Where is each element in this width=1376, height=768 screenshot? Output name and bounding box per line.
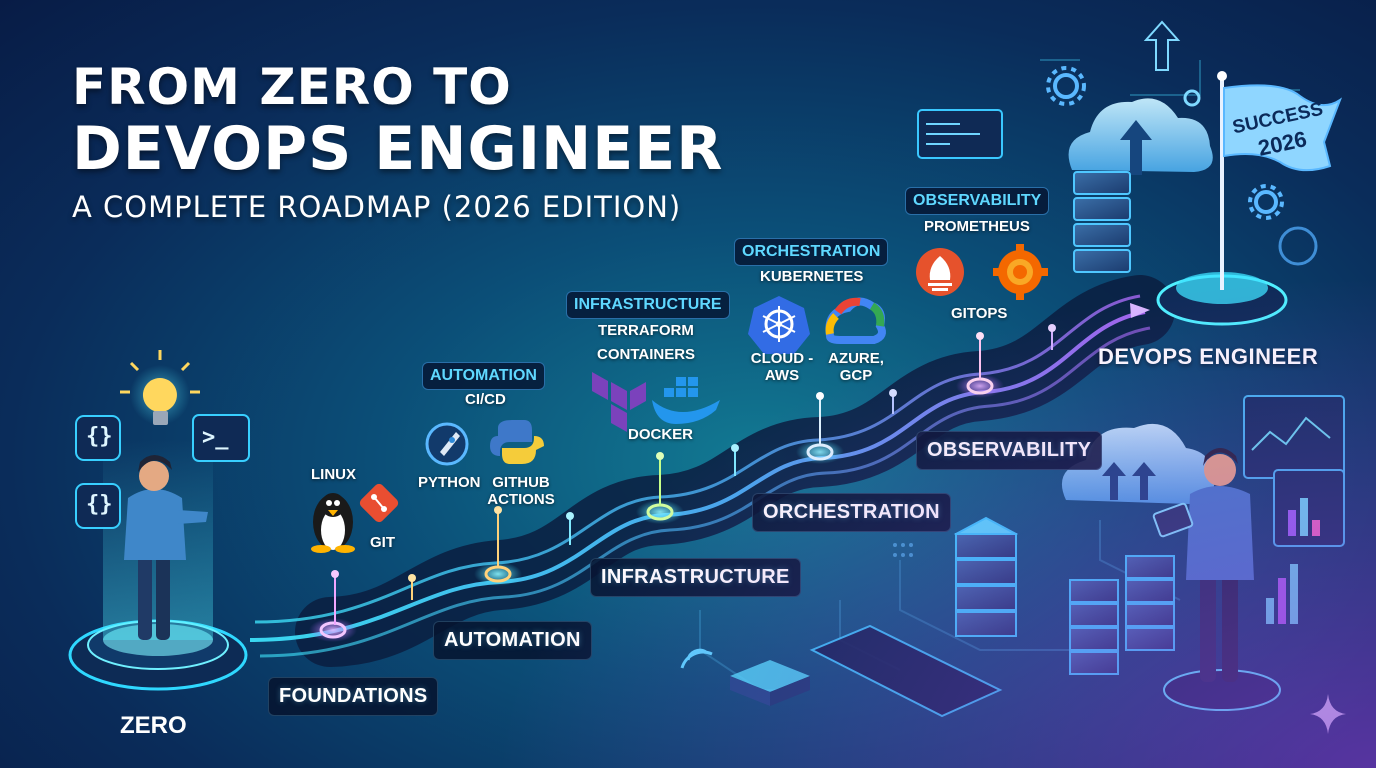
pin-gitops bbox=[1048, 324, 1056, 350]
dot-grid bbox=[893, 543, 913, 557]
gear-icon bbox=[1248, 184, 1284, 220]
tool-prometheus: PROMETHEUS bbox=[924, 218, 1030, 235]
beginner-person bbox=[124, 455, 208, 640]
git-icon bbox=[359, 483, 399, 523]
network-device-icon bbox=[730, 660, 810, 706]
title-line-2: DEVOPS ENGINEER bbox=[72, 114, 724, 184]
category-orchestration: ORCHESTRATION bbox=[734, 238, 889, 266]
road-lane-3 bbox=[259, 326, 1151, 658]
prometheus-icon bbox=[916, 248, 964, 296]
stage-label-observability: OBSERVABILITY bbox=[916, 431, 1103, 470]
braces-icon: {} bbox=[86, 424, 113, 449]
stage-label-automation: AUTOMATION bbox=[433, 621, 592, 660]
code-window-icon bbox=[917, 109, 1003, 159]
python-icon bbox=[490, 420, 544, 464]
grafana-icon bbox=[993, 244, 1048, 300]
pin-orchestration bbox=[816, 392, 824, 446]
pin-observability-left bbox=[889, 389, 897, 414]
milestone-foundations bbox=[309, 618, 357, 642]
gear-icon bbox=[1046, 66, 1086, 106]
road-arrow bbox=[1130, 303, 1150, 318]
category-infrastructure: INFRASTRUCTURE bbox=[566, 291, 730, 319]
tool-gitops: GITOPS bbox=[951, 305, 1008, 322]
braces-icon bbox=[75, 415, 121, 461]
gcp-icon bbox=[825, 297, 886, 344]
milestone-pins bbox=[331, 324, 1056, 625]
stage-label-orchestration: ORCHESTRATION bbox=[752, 493, 951, 532]
pin-orchestration-left bbox=[731, 444, 739, 476]
circuit-traces bbox=[699, 59, 1300, 691]
pin-foundations bbox=[331, 570, 339, 625]
dashboard-panels bbox=[1243, 395, 1345, 547]
road-lane-2 bbox=[254, 294, 1141, 624]
category-automation: AUTOMATION bbox=[422, 362, 545, 390]
wifi-icon bbox=[680, 648, 713, 669]
pin-infrastructure bbox=[656, 452, 664, 506]
stage-label-infrastructure: INFRASTRUCTURE bbox=[590, 558, 801, 597]
pin-automation-left bbox=[408, 574, 416, 600]
pin-infrastructure-left bbox=[566, 512, 574, 545]
tool-terraform: TERRAFORM bbox=[598, 322, 694, 339]
tool-azure-gcp: AZURE, GCP bbox=[828, 350, 884, 384]
tool-cicd: CI/CD bbox=[465, 391, 506, 408]
ring-icon bbox=[1183, 89, 1318, 266]
terminal-icon: >_ bbox=[202, 425, 229, 450]
terminal-icon bbox=[192, 414, 250, 462]
tool-git: GIT bbox=[370, 534, 395, 551]
subtitle: A COMPLETE ROADMAP (2026 EDITION) bbox=[72, 190, 682, 224]
control-panel bbox=[809, 624, 1003, 718]
code-box-icons bbox=[75, 414, 250, 529]
tool-kubernetes: KUBERNETES bbox=[760, 268, 864, 285]
stage-label-devops-engineer: DEVOPS ENGINEER bbox=[1098, 344, 1319, 369]
tool-linux: LINUX bbox=[311, 466, 356, 483]
server-rack-left bbox=[953, 516, 1019, 637]
pin-observability bbox=[976, 332, 984, 380]
stage-label-zero: ZERO bbox=[120, 712, 187, 739]
pin-automation bbox=[494, 506, 502, 568]
linux-icon bbox=[311, 493, 355, 553]
success-flag bbox=[1223, 84, 1343, 172]
braces-icon bbox=[75, 483, 121, 529]
milestone-nodes bbox=[309, 374, 1004, 642]
tool-containers: CONTAINERS bbox=[597, 346, 696, 363]
category-observability: OBSERVABILITY bbox=[905, 187, 1050, 215]
docker-icon bbox=[652, 377, 720, 424]
devops-engineer-person bbox=[1152, 448, 1281, 711]
server-rack-right bbox=[1069, 555, 1175, 675]
cicd-icon bbox=[425, 422, 469, 466]
braces-icon: {} bbox=[86, 492, 113, 517]
server-stack-icon bbox=[1073, 171, 1131, 273]
terraform-icon bbox=[592, 372, 646, 432]
road-lane-1 bbox=[249, 310, 1146, 642]
tool-docker: DOCKER bbox=[628, 426, 694, 443]
tool-github-actions: GITHUB ACTIONS bbox=[487, 474, 555, 508]
tool-python: PYTHON bbox=[418, 474, 481, 491]
sparkle-icon bbox=[1310, 694, 1346, 734]
tool-cloud-aws: CLOUD - AWS bbox=[750, 350, 814, 384]
stage-label-foundations: FOUNDATIONS bbox=[268, 677, 439, 716]
kubernetes-icon bbox=[748, 296, 810, 354]
chart-bars-icon bbox=[1266, 564, 1298, 624]
lightbulb-icon bbox=[120, 350, 200, 425]
cloud-upload-icon bbox=[1068, 20, 1213, 175]
goal-platform bbox=[1156, 71, 1343, 326]
title-line-1: FROM ZERO TO bbox=[72, 58, 512, 116]
